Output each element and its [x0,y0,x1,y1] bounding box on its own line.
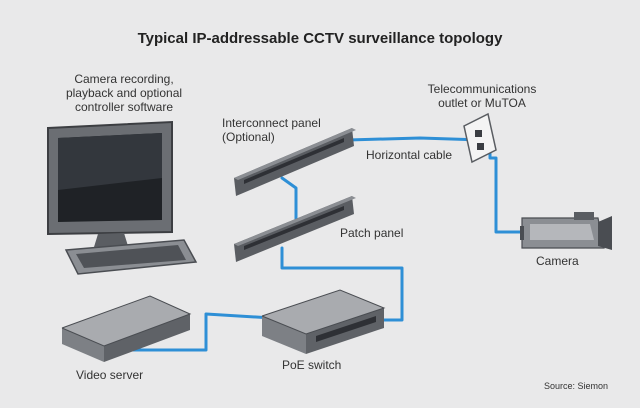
monitor [47,120,173,247]
video-server [61,295,192,362]
camera-label: Camera [536,254,579,268]
switch-to-server-cable [124,312,274,352]
horizontal-cable [346,136,484,142]
diagram-title: Typical IP-addressable CCTV surveillance… [137,30,503,47]
telecom-outlet [463,112,497,164]
interconnect-panel-label: Interconnect panel (Optional) [222,116,321,144]
outlet-label: Telecommunications outlet or MuTOA [427,82,537,110]
source-note: Source: Siemon [544,381,609,391]
outlet-to-camera-cable [488,146,522,234]
poe-switch [261,289,386,354]
patch-to-switch-cable [280,246,404,322]
software-label: Camera recording, playback and optional … [65,72,183,114]
patch-panel [234,196,356,262]
keyboard [64,239,198,275]
horizontal-cable-label: Horizontal cable [366,148,453,162]
poe-switch-label: PoE switch [282,358,342,372]
patch-panel-label: Patch panel [340,226,404,240]
video-server-label: Video server [76,368,144,382]
interconnect-panel [234,128,356,196]
camera-device [520,212,612,250]
